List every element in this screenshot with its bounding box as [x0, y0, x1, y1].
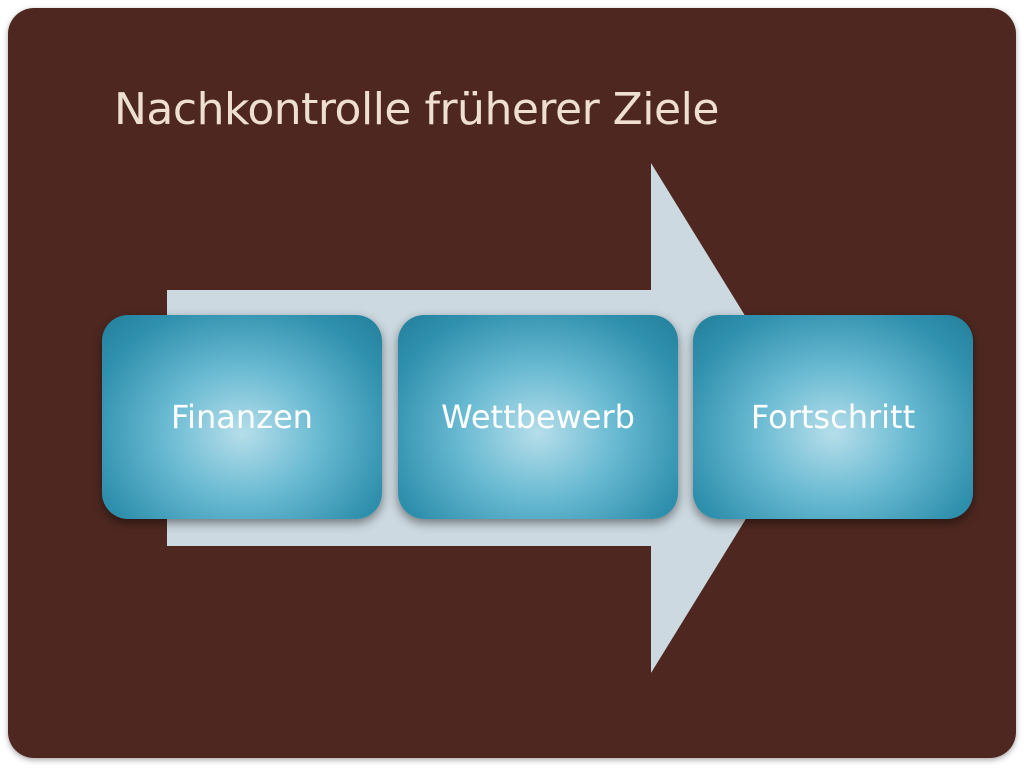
slide: Nachkontrolle früherer Ziele Finanzen We…	[8, 8, 1016, 758]
step-fortschritt: Fortschritt	[693, 315, 973, 519]
step-label: Fortschritt	[750, 398, 916, 436]
slide-title: Nachkontrolle früherer Ziele	[114, 84, 719, 135]
step-label: Finanzen	[171, 398, 313, 436]
step-label: Wettbewerb	[441, 398, 635, 436]
step-finanzen: Finanzen	[102, 315, 382, 519]
step-wettbewerb: Wettbewerb	[398, 315, 678, 519]
